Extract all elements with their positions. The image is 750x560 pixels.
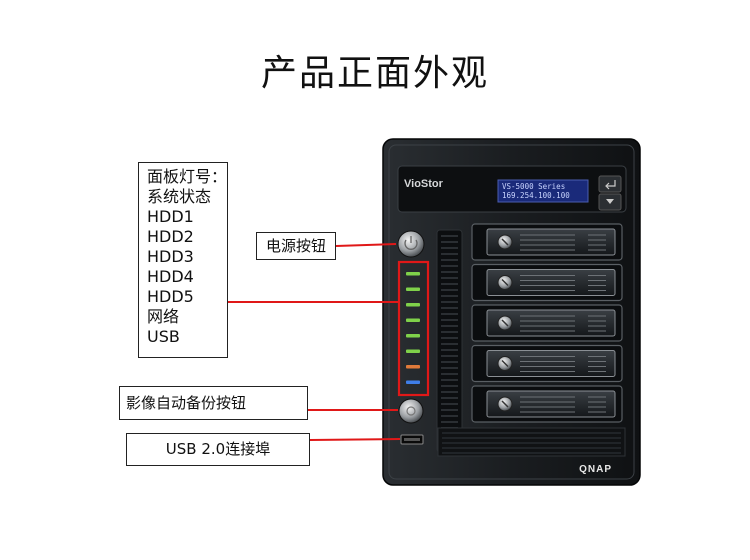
page-title: 产品正面外观 (260, 53, 489, 94)
panel-lights-heading: 面板灯号： (147, 167, 228, 186)
led-label-hdd4: HDD4 (147, 267, 194, 286)
led-label-hdd3: HDD3 (147, 247, 194, 266)
led-label-usb: USB (147, 327, 180, 346)
enter-arrow-icon (605, 180, 616, 190)
drive-bay-2[interactable] (471, 263, 623, 302)
drive-bay-4[interactable] (471, 344, 623, 383)
led-highlight-frame (397, 260, 430, 397)
led-label-hdd1: HDD1 (147, 207, 194, 226)
led-label-hdd5: HDD5 (147, 287, 194, 306)
lcd-line1: VS-5000 Series (502, 182, 565, 191)
power-icon (404, 236, 418, 250)
enter-button (598, 175, 622, 193)
led-indicator-2 (406, 287, 420, 291)
bottom-grille (437, 427, 626, 457)
lcd-screen (497, 179, 589, 203)
led-indicator-1 (406, 272, 420, 276)
led-indicator-7 (406, 365, 420, 369)
drive-bays (471, 223, 623, 423)
drive-bay-3[interactable] (471, 304, 623, 342)
lcd-line2: 169.254.100.100 (502, 191, 570, 200)
vent-strip (436, 229, 463, 453)
led-label-system-status: 系统状态 (147, 187, 212, 206)
panel-lights-label-box: 面板灯号： 系统状态 HDD1 HDD2 HDD3 HDD4 HDD5 网络 U… (138, 162, 228, 358)
power-button-label: 电源按钮 (256, 232, 336, 260)
led-column (406, 272, 420, 384)
power-button (397, 230, 425, 258)
copy-icon (406, 406, 416, 416)
usb-callout-line (309, 438, 401, 441)
down-triangle-icon (606, 199, 614, 204)
led-indicator-5 (406, 334, 420, 338)
power-callout-line (335, 243, 397, 247)
led-indicator-6 (406, 349, 420, 353)
led-indicator-4 (406, 318, 420, 322)
drive-bay-5[interactable] (471, 385, 623, 423)
brand-logo: VioStor (404, 178, 444, 190)
led-label-hdd2: HDD2 (147, 227, 194, 246)
led-indicator-8 (406, 380, 420, 384)
qnap-logo: QNAP (579, 464, 612, 475)
led-indicator-3 (406, 303, 420, 307)
led-label-network: 网络 (147, 307, 180, 326)
usb-port-label: USB 2.0连接埠 (126, 433, 310, 466)
backup-button (398, 398, 424, 424)
drive-bay-1[interactable] (471, 223, 623, 261)
backup-button-label: 影像自动备份按钮 (119, 386, 308, 420)
